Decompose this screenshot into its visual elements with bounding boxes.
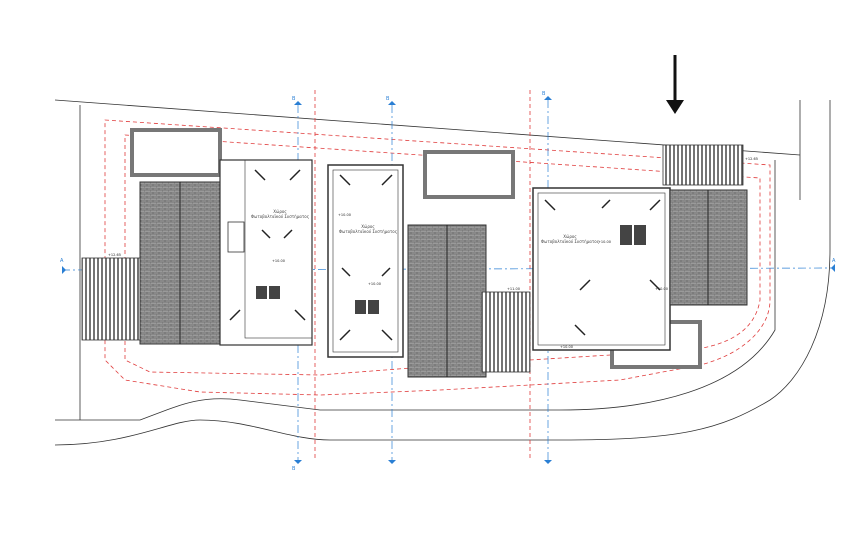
grid-label-a-left: A — [60, 258, 64, 264]
grid-label-a-right: A — [832, 258, 836, 264]
level-mark: +12.65 — [108, 253, 121, 257]
level-mark: +10.00 — [655, 287, 668, 291]
arrow-down-icon — [666, 55, 684, 114]
grid-label-b-4: B — [292, 466, 296, 472]
grid-label-b-2: B — [386, 96, 390, 102]
house-3 — [532, 144, 748, 351]
room-label-house-1: Χώρος — [273, 209, 286, 214]
setback-lines — [104, 90, 771, 460]
house-2 — [327, 164, 531, 378]
room-sublabel-house-3: Φωτοβολταϊκού Συστήματος — [541, 239, 599, 244]
house-1 — [81, 159, 313, 346]
level-mark: +11.00 — [507, 287, 520, 291]
room-sublabel-house-1: Φωτοβολταϊκού Συστήματος — [251, 214, 309, 219]
level-mark: +12.65 — [745, 157, 758, 161]
level-mark: +10.00 — [560, 345, 573, 349]
room-label-house-2: Χώρος — [361, 224, 374, 229]
level-mark: +10.00 — [368, 282, 381, 286]
grid-label-b-3: B — [542, 91, 546, 97]
room-label-house-3: Χώρος — [563, 234, 576, 239]
grid-label-b-1: B — [292, 96, 296, 102]
level-mark: +10.00 — [272, 259, 285, 263]
room-sublabel-house-2: Φωτοβολταϊκού Συστήματος — [339, 229, 397, 234]
level-mark: +10.00 — [338, 213, 351, 217]
grid-markers — [62, 96, 835, 464]
level-mark: +10.00 — [598, 240, 611, 244]
